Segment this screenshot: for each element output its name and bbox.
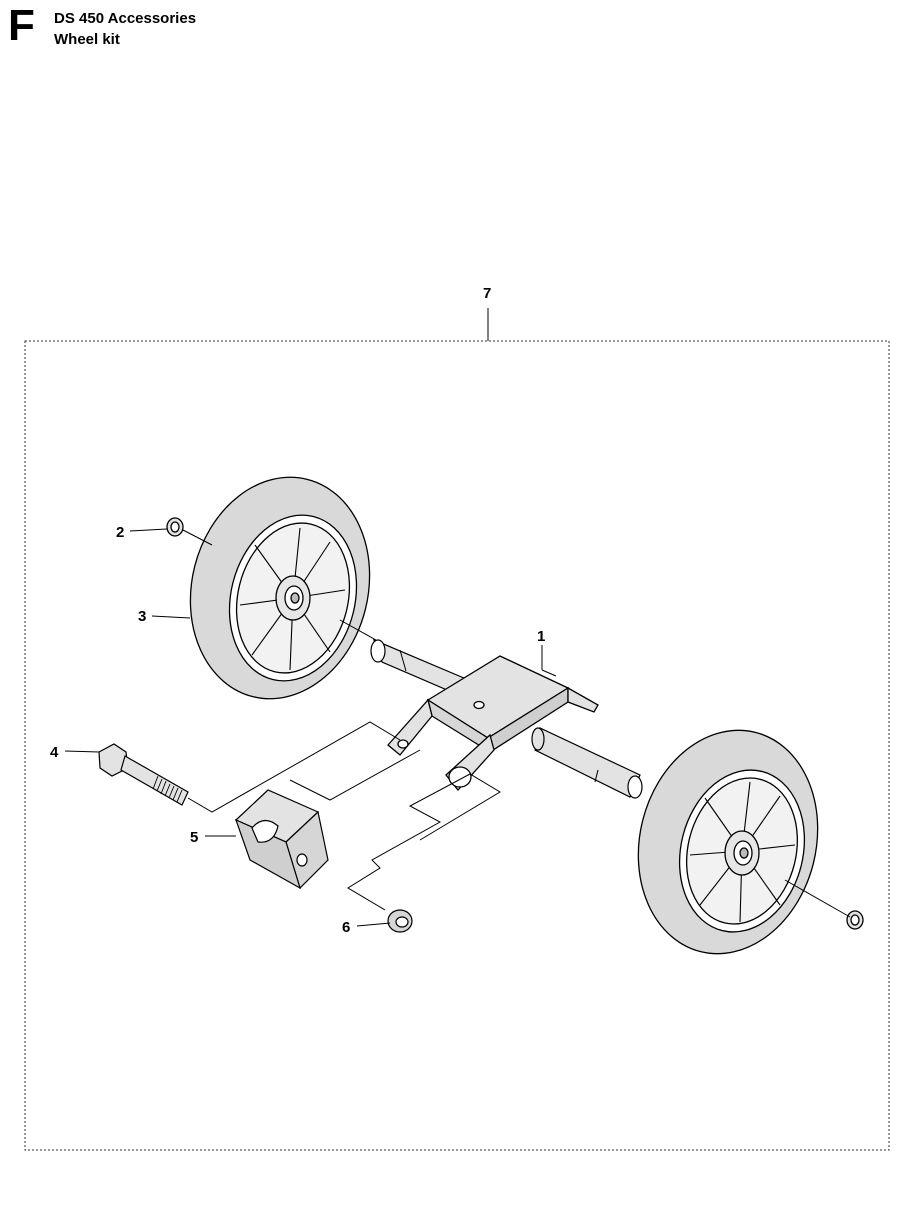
page-subtitle: Wheel kit (54, 31, 120, 48)
assembly-line-bolt (187, 721, 401, 813)
right-wheel (637, 729, 819, 955)
callout-2: 2 (116, 524, 124, 541)
bracket-part (234, 789, 329, 890)
callout-1: 1 (537, 628, 545, 645)
circlip-left (166, 517, 184, 537)
callout-5: 5 (190, 829, 198, 846)
section-letter: F (8, 1, 35, 50)
kit-boundary (24, 340, 890, 1151)
callout-4: 4 (50, 744, 59, 761)
right-axle (531, 727, 643, 799)
assembly-line-bracket (289, 749, 421, 801)
callout-7: 7 (483, 285, 491, 302)
left-wheel (189, 476, 371, 700)
circlip-right (846, 910, 864, 930)
page-title: DS 450 Accessories (54, 10, 197, 27)
callout-3: 3 (138, 608, 146, 625)
leader-lines (64, 528, 851, 927)
callout-6: 6 (342, 919, 350, 936)
assembly-line-nut (347, 773, 501, 911)
bolt-part (98, 743, 189, 806)
frame-part (387, 655, 599, 792)
nut-part (387, 909, 413, 933)
